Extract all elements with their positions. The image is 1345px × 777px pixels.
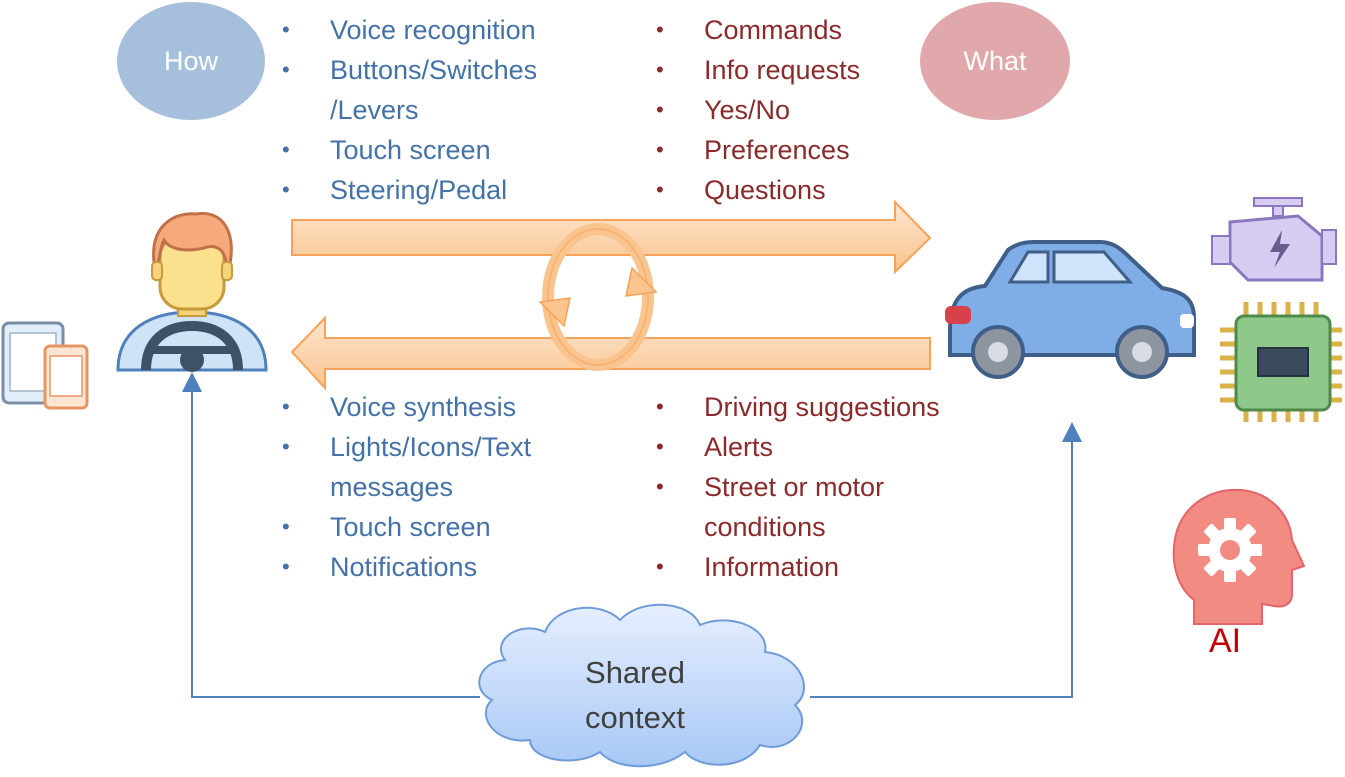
list-item: Driving suggestions xyxy=(656,387,940,427)
ai-head-icon xyxy=(1172,488,1306,625)
shared-context-label: Shared context xyxy=(540,650,730,740)
output-how-list: Voice synthesis Lights/Icons/Text messag… xyxy=(282,387,531,587)
list-item: /Levers xyxy=(330,95,419,125)
list-item: Lights/Icons/Text xyxy=(282,427,531,467)
list-item: Voice recognition xyxy=(282,10,537,50)
what-label: What xyxy=(963,45,1027,76)
what-ellipse: What xyxy=(920,2,1070,120)
car-icon xyxy=(945,240,1196,379)
driver-icon xyxy=(116,211,268,372)
list-item: Buttons/Switches xyxy=(282,50,537,90)
list-item: Notifications xyxy=(282,547,531,587)
list-item: Voice synthesis xyxy=(282,387,531,427)
input-what-list: Commands Info requests Yes/No Preference… xyxy=(656,10,860,210)
list-item: Yes/No xyxy=(656,90,860,130)
cycle-icon xyxy=(538,223,658,371)
list-item: Information xyxy=(656,547,940,587)
list-item: Touch screen xyxy=(282,130,537,170)
how-label: How xyxy=(163,45,218,76)
list-item: Steering/Pedal xyxy=(282,170,537,210)
output-what-list: Driving suggestions Alerts Street or mot… xyxy=(656,387,940,587)
chip-icon xyxy=(1220,302,1342,422)
list-item: Alerts xyxy=(656,427,940,467)
list-item: messages xyxy=(330,472,454,502)
list-item: conditions xyxy=(704,512,826,542)
list-item: Touch screen xyxy=(282,507,531,547)
tablet-phone-icon xyxy=(1,321,89,410)
how-ellipse: How xyxy=(117,2,265,120)
engine-icon xyxy=(1211,197,1337,282)
input-how-list: Voice recognition Buttons/Switches /Leve… xyxy=(282,10,537,210)
list-item: Preferences xyxy=(656,130,860,170)
ai-label: AI xyxy=(1208,622,1242,660)
cloud-line-1: Shared xyxy=(585,655,685,690)
list-item: Street or motor xyxy=(656,467,940,507)
list-item: Info requests xyxy=(656,50,860,90)
cloud-icon xyxy=(478,603,805,768)
list-item: Commands xyxy=(656,10,860,50)
cloud-line-2: context xyxy=(585,700,685,735)
list-item: Questions xyxy=(656,170,860,210)
output-arrow xyxy=(290,315,931,391)
context-connectors xyxy=(182,372,1082,698)
